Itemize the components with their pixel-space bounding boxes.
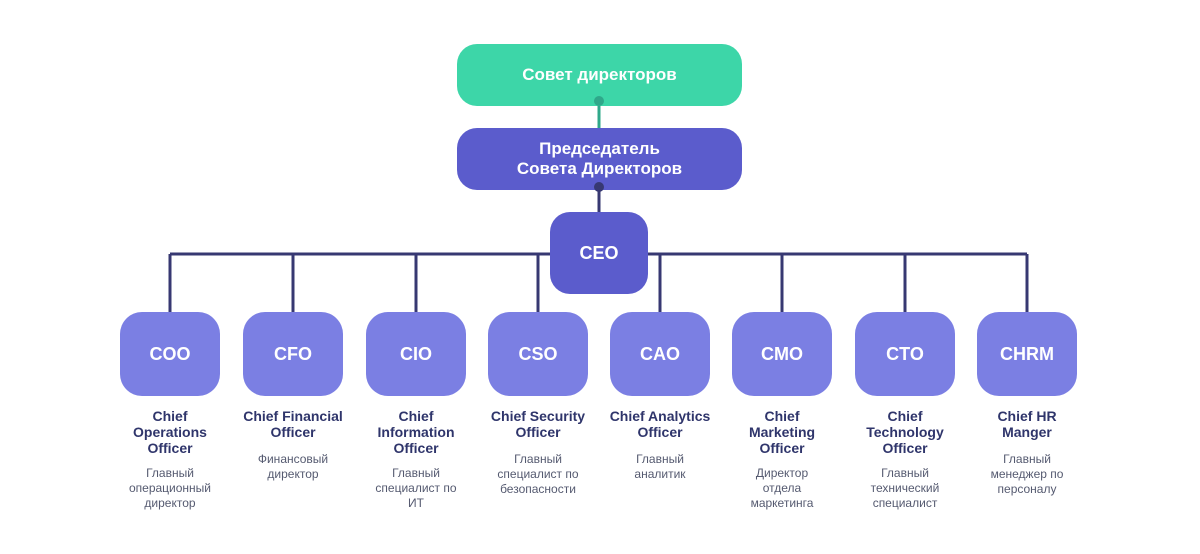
officer-title-cmo: Chief Marketing Officer [748, 408, 816, 456]
chairman-connector-dot [594, 182, 604, 192]
officer-box-chrm: CHRM [977, 312, 1077, 396]
officer-box-cio: CIO [366, 312, 466, 396]
officer-desc-cfo: Финансовый директор [257, 452, 329, 481]
board-of-directors-label: Совет директоров [522, 65, 677, 84]
board-of-directors-box: Совет директоров [457, 44, 742, 106]
officer-box-cmo: CMO [732, 312, 832, 396]
officer-box-cso: CSO [488, 312, 588, 396]
officer-abbr: COO [149, 343, 191, 364]
chairman-label-line2: Совета Директоров [516, 159, 683, 178]
officer-desc-chrm: Главный менеджер по персоналу [990, 452, 1064, 496]
officer-abbr: CTO [886, 343, 924, 364]
officer-desc-cio: Главный специалист по ИТ [375, 466, 457, 510]
officer-desc-cso: Главный специалист по безопасности [497, 452, 579, 496]
officer-abbr: CSO [518, 343, 558, 364]
ceo-label: CEO [579, 242, 619, 263]
officer-desc-coo: Главный операционный директор [128, 466, 212, 510]
officer-abbr: CFO [274, 343, 312, 364]
officer-title-cso: Chief Security Officer [490, 408, 586, 440]
officer-abbr: CAO [640, 343, 680, 364]
officer-abbr: CMO [761, 343, 803, 364]
board-connector-dot [594, 96, 604, 106]
chairman-box: Председатель Совета Директоров [457, 128, 742, 190]
officer-desc-cto: Главный технический специалист [870, 466, 940, 510]
officer-box-cao: CAO [610, 312, 710, 396]
officer-title-chrm: Chief HR Manger [997, 408, 1057, 440]
officer-title-cao: Chief Analytics Officer [609, 408, 711, 440]
officer-desc-cao: Главный аналитик [634, 452, 686, 481]
officer-box-cfo: CFO [243, 312, 343, 396]
officer-title-cfo: Chief Financial Officer [243, 408, 343, 440]
officer-title-cio: Chief Information Officer [377, 408, 455, 456]
officer-abbr: CIO [399, 343, 432, 364]
officer-box-coo: COO [120, 312, 220, 396]
officer-box-cto: CTO [855, 312, 955, 396]
officer-desc-cmo: Директор отдела маркетинга [750, 466, 814, 510]
chairman-label-line1: Председатель [539, 139, 660, 158]
officer-title-cto: Chief Technology Officer [866, 408, 944, 456]
officer-abbr: CHRM [1000, 343, 1054, 364]
ceo-box: CEO [550, 212, 648, 294]
officer-title-coo: Chief Operations Officer [133, 408, 207, 456]
